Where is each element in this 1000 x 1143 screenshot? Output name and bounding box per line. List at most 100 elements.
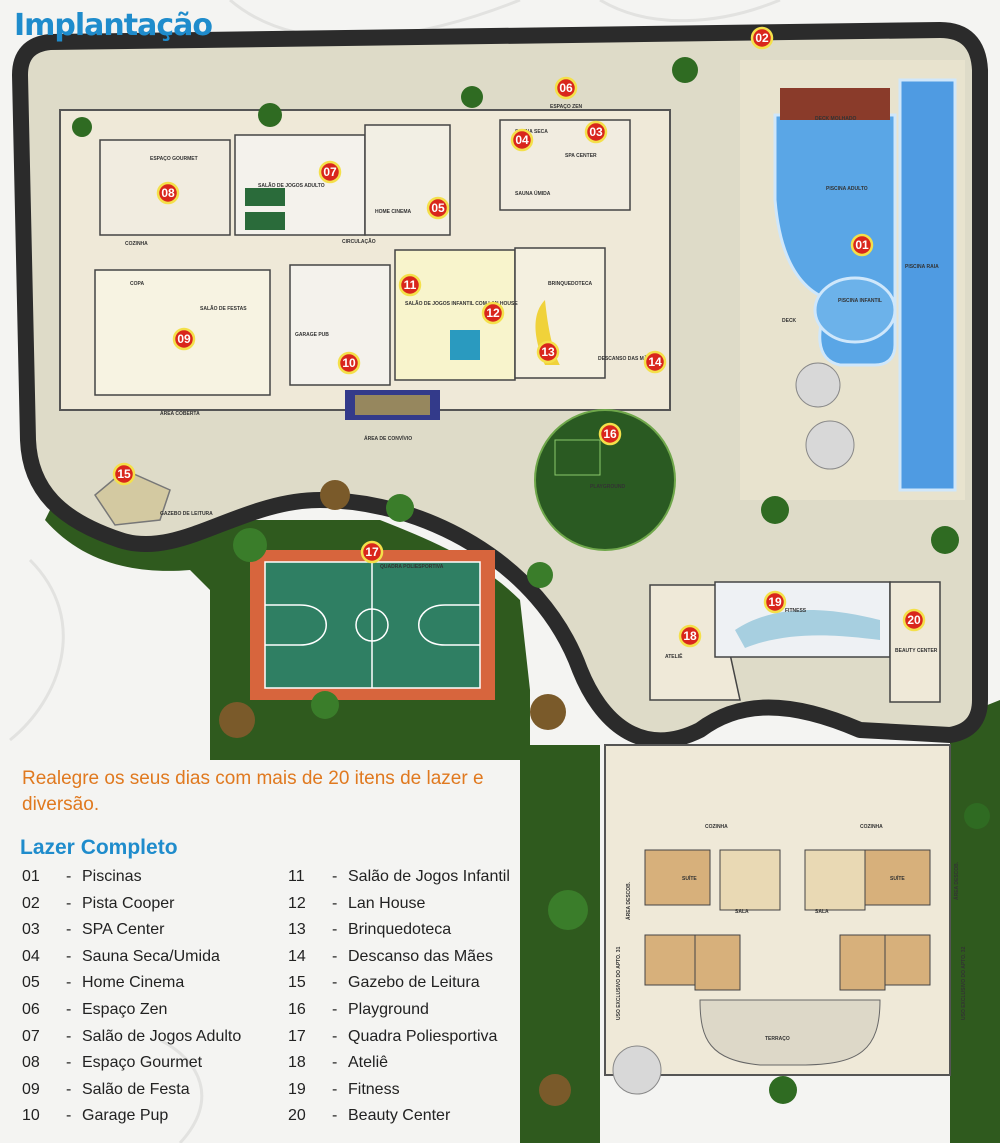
badge-09: 09 — [172, 327, 196, 351]
badge-number: 15 — [117, 467, 131, 481]
badge-circle — [318, 160, 342, 184]
tree — [386, 494, 414, 522]
apt-31-suite — [644, 849, 711, 906]
tree — [320, 480, 350, 510]
badge-circle — [763, 590, 787, 614]
legend-item: 03-SPA Center — [22, 921, 165, 939]
legend-number: 01 — [22, 868, 40, 885]
badge-12: 12 — [481, 301, 505, 325]
badge-number: 14 — [648, 355, 662, 369]
badge-number: 18 — [683, 629, 697, 643]
label-playground: PLAYGROUND — [590, 484, 625, 490]
label-espaco-gourmet: ESPAÇO GOURMET — [150, 156, 198, 162]
badge-number: 13 — [541, 345, 555, 359]
badge-circle — [398, 273, 422, 297]
legend-number: 18 — [288, 1054, 306, 1072]
label-area-descob-32: ÁREA DESCOB. — [953, 861, 960, 900]
label-circulacao: CIRCULAÇÃO — [342, 238, 376, 245]
badge-07: 07 — [318, 160, 342, 184]
legend-item: 08-Espaço Gourmet — [22, 1054, 203, 1072]
legend-item: 15-Gazebo de Leitura — [288, 974, 480, 992]
badge-02: 02 — [750, 26, 774, 50]
tree — [964, 803, 990, 829]
badge-number: 19 — [768, 595, 782, 609]
badge-number: 17 — [365, 545, 379, 559]
badge-circle — [536, 340, 560, 364]
badge-circle — [643, 350, 667, 374]
legend-label: Salão de Festa — [82, 1080, 190, 1098]
pool-lap — [898, 78, 957, 492]
badge-number: 03 — [589, 125, 603, 139]
badge-circle — [156, 181, 180, 205]
convivio-area-yellow — [355, 395, 430, 415]
badge-circle — [850, 233, 874, 257]
pool-kids — [813, 276, 897, 344]
label-descanso-maes: DESCANSO DAS MÃES — [598, 355, 655, 362]
label-salao-festas: SALÃO DE FESTAS — [200, 305, 247, 312]
legend-label: Playground — [348, 1000, 429, 1018]
badge-16: 16 — [598, 422, 622, 446]
label-piscina-adulto: PISCINA ADULTO — [826, 186, 868, 192]
badge-18: 18 — [678, 624, 702, 648]
label-gazebo: GAZEBO DE LEITURA — [160, 511, 213, 517]
label-area-coberta: ÁREA COBERTA — [160, 410, 200, 417]
badge-number: 05 — [431, 201, 445, 215]
legend-item: 16-Playground — [288, 1000, 429, 1018]
badge-number: 06 — [559, 81, 573, 95]
umbrellas — [612, 362, 855, 1095]
badge-circle — [172, 327, 196, 351]
label-quadra: QUADRA POLIESPORTIVA — [380, 564, 444, 570]
legend-label: Gazebo de Leitura — [348, 974, 480, 992]
legend-item: 05-Home Cinema — [22, 974, 185, 992]
label-sauna-seca: SAUNA SECA — [515, 129, 548, 135]
badge-01: 01 — [850, 233, 874, 257]
legend-label: Quadra Poliesportiva — [348, 1027, 498, 1045]
badge-20: 20 — [902, 608, 926, 632]
label-deck: DECK — [782, 318, 797, 324]
legend-number: 17 — [288, 1027, 306, 1045]
legend-number: 09 — [22, 1080, 40, 1098]
tree — [761, 496, 789, 524]
legend-item: 14-Descanso das Mães — [288, 947, 493, 965]
legend-number: 12 — [288, 894, 306, 912]
badge-circle — [360, 540, 384, 564]
badge-05: 05 — [426, 196, 450, 220]
label-suite-32: SUÍTE — [890, 874, 905, 882]
legend-number: 19 — [288, 1080, 306, 1098]
apt-32-living — [804, 849, 866, 911]
tree — [539, 1074, 571, 1106]
label-copa: COPA — [130, 281, 144, 287]
beauty-room — [889, 581, 941, 703]
badge-04: 04 — [510, 128, 534, 152]
playground-net — [554, 439, 601, 476]
legend-label: Salão de Jogos Adulto — [82, 1027, 242, 1045]
badge-circle — [598, 422, 622, 446]
label-uso-exclusivo-31: USO EXCLUSIVO DO APTO. 31 — [616, 946, 622, 1020]
legend-item: 17-Quadra Poliesportiva — [288, 1027, 498, 1045]
legend-number: 04 — [22, 947, 40, 965]
apt-32-room-a — [879, 934, 931, 986]
badge-19: 19 — [763, 590, 787, 614]
tree — [461, 86, 483, 108]
label-deck-molhado: DECK MOLHADO — [815, 116, 856, 122]
tree — [530, 694, 566, 730]
label-jogos-adulto: SALÃO DE JOGOS ADULTO — [258, 182, 325, 189]
legend-item: 20-Beauty Center — [288, 1107, 451, 1125]
badge-14: 14 — [643, 350, 667, 374]
badge-11: 11 — [398, 273, 422, 297]
legend-number: 16 — [288, 1000, 306, 1018]
legend-label: Home Cinema — [82, 974, 185, 992]
legend-item: 04-Sauna Seca/Umida — [22, 947, 220, 965]
badge-circle — [678, 624, 702, 648]
legend-number: 10 — [22, 1107, 40, 1125]
wet-deck — [780, 88, 890, 120]
badge-number: 10 — [342, 356, 356, 370]
badge-circle — [481, 301, 505, 325]
label-garage-pub: GARAGE PUB — [295, 332, 329, 338]
badge-15: 15 — [112, 462, 136, 486]
label-atelie: ATELIÊ — [665, 652, 683, 660]
legend-item: 07-Salão de Jogos Adulto — [22, 1027, 242, 1045]
legend-item: 10-Garage Pup — [22, 1107, 169, 1125]
umbrella — [612, 1045, 662, 1095]
umbrella — [795, 362, 841, 408]
